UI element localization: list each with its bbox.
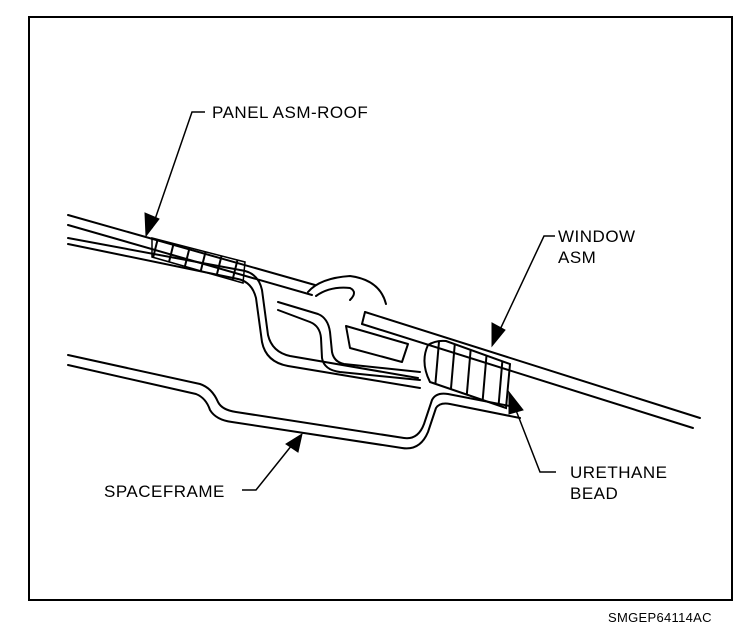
- leader-spaceframe: [242, 439, 297, 491]
- label-spaceframe: SPACEFRAME: [104, 482, 225, 501]
- label-panel-asm-roof: PANEL ASM-ROOF: [212, 103, 369, 122]
- leader-urethane: [511, 399, 556, 473]
- label-urethane-bead: URETHANE BEAD: [570, 462, 668, 504]
- figure-code: SMGEP64114AC: [608, 610, 712, 625]
- leader-roof: [151, 111, 205, 229]
- spaceframe-lower: [67, 364, 521, 450]
- arrow-roof: [144, 212, 160, 238]
- window-glass-bottom: [361, 323, 694, 429]
- arrow-window: [491, 322, 506, 348]
- arrow-urethane: [508, 390, 524, 415]
- label-window-asm-line1: WINDOW: [558, 227, 636, 246]
- roof-panel-outer: [67, 214, 316, 286]
- label-window-asm: WINDOW ASM: [558, 226, 636, 268]
- leader-window: [496, 235, 555, 337]
- arrow-spaceframe: [285, 432, 303, 453]
- glass-spacer: [345, 325, 409, 363]
- roof-inner-flange: [67, 237, 419, 379]
- spaceframe-upper: [67, 354, 521, 440]
- label-urethane-bead-line1: URETHANE: [570, 463, 668, 482]
- roof-return: [277, 301, 421, 373]
- stop-bead: [307, 275, 387, 305]
- window-glass-top: [364, 311, 701, 419]
- roof-return-inner: [277, 309, 421, 381]
- figure-border: [28, 16, 733, 601]
- label-urethane-bead-line2: BEAD: [570, 484, 619, 503]
- label-window-asm-line2: ASM: [558, 248, 597, 267]
